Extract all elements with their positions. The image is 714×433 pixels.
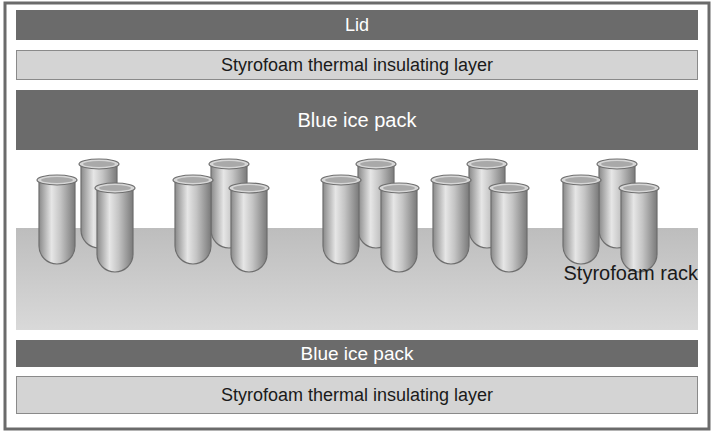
ice-pack-band: Blue ice pack xyxy=(16,90,698,150)
band-label: Blue ice pack xyxy=(300,343,413,365)
test-tubes xyxy=(37,159,659,272)
ice-pack-band: Blue ice pack xyxy=(16,340,698,367)
band-label: Blue ice pack xyxy=(298,109,417,132)
lid-band: Lid xyxy=(16,10,698,40)
band-label: Styrofoam thermal insulating layer xyxy=(221,385,493,406)
styrofoam-rack: Styrofoam rack xyxy=(16,228,698,330)
insulating-layer: Styrofoam thermal insulating layer xyxy=(16,376,698,414)
insulating-layer: Styrofoam thermal insulating layer xyxy=(16,50,698,80)
cooler-frame xyxy=(5,3,709,429)
band-label: Styrofoam thermal insulating layer xyxy=(221,55,493,76)
band-label: Styrofoam rack xyxy=(564,262,698,285)
band-label: Lid xyxy=(345,15,369,36)
